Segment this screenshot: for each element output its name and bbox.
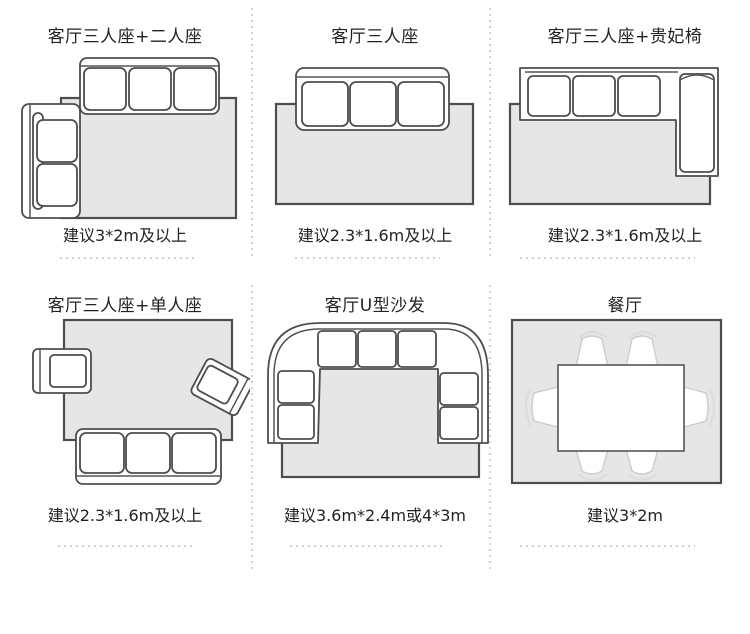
- layout-title: 客厅三人座+贵妃椅: [547, 27, 703, 47]
- size-caption: 建议2.3*1.6m及以上: [47, 506, 203, 525]
- single-chair-left: [32, 348, 92, 394]
- layout-title: 客厅三人座: [331, 27, 419, 47]
- size-caption: 建议2.3*1.6m及以上: [297, 226, 453, 245]
- dining-chairs: [531, 335, 709, 475]
- layout-title: 客厅三人座+单人座: [47, 296, 203, 316]
- three-plus-single-illustration: [32, 318, 250, 485]
- layout-title: 客厅三人座+二人座: [47, 27, 203, 47]
- layout-panel-three-plus-single: 客厅三人座+单人座 建议2.3*1.6m及以上: [0, 285, 250, 602]
- u-sofa-illustration: [267, 322, 489, 479]
- size-caption: 建议3*2m及以上: [63, 226, 187, 245]
- size-caption: 建议3.6m*2.4m或4*3m: [283, 506, 466, 525]
- layout-panel-three-seat: 客厅三人座 建议2.3*1.6m及以上: [250, 0, 500, 317]
- dining-table: [557, 364, 685, 452]
- dining-illustration: [510, 318, 723, 485]
- three-plus-two-illustration: [21, 57, 238, 220]
- single-chair-right: [190, 357, 250, 417]
- layout-panel-u-sofa: 客厅U型沙发 建议3.6m*2.4m或4*3m: [250, 285, 500, 602]
- dining-chair-swing-arcs: [524, 330, 716, 482]
- size-caption: 建议3*2m: [587, 506, 663, 525]
- two-seat-sofa: [21, 103, 81, 219]
- layout-panel-three-plus-two: 客厅三人座+二人座 建议3*2m及以上: [0, 0, 250, 317]
- three-seat-illustration: [274, 67, 475, 206]
- layout-title: 餐厅: [607, 296, 643, 316]
- layout-panel-three-plus-chaise: 客厅三人座+贵妃椅 建议2.3*1.6m及以上: [500, 0, 750, 317]
- three-seat-sofa: [295, 67, 450, 131]
- u-shaped-sofa: [267, 322, 489, 444]
- three-seat-sofa: [79, 57, 220, 115]
- layout-title: 客厅U型沙发: [324, 296, 426, 316]
- rug: [59, 96, 238, 220]
- three-plus-chaise-illustration: [508, 67, 719, 206]
- chaise-sofa: [519, 67, 719, 177]
- size-caption: 建议2.3*1.6m及以上: [547, 226, 703, 245]
- three-seat-sofa: [75, 428, 222, 485]
- layout-panel-dining: 餐厅 建议3*2m: [500, 285, 750, 602]
